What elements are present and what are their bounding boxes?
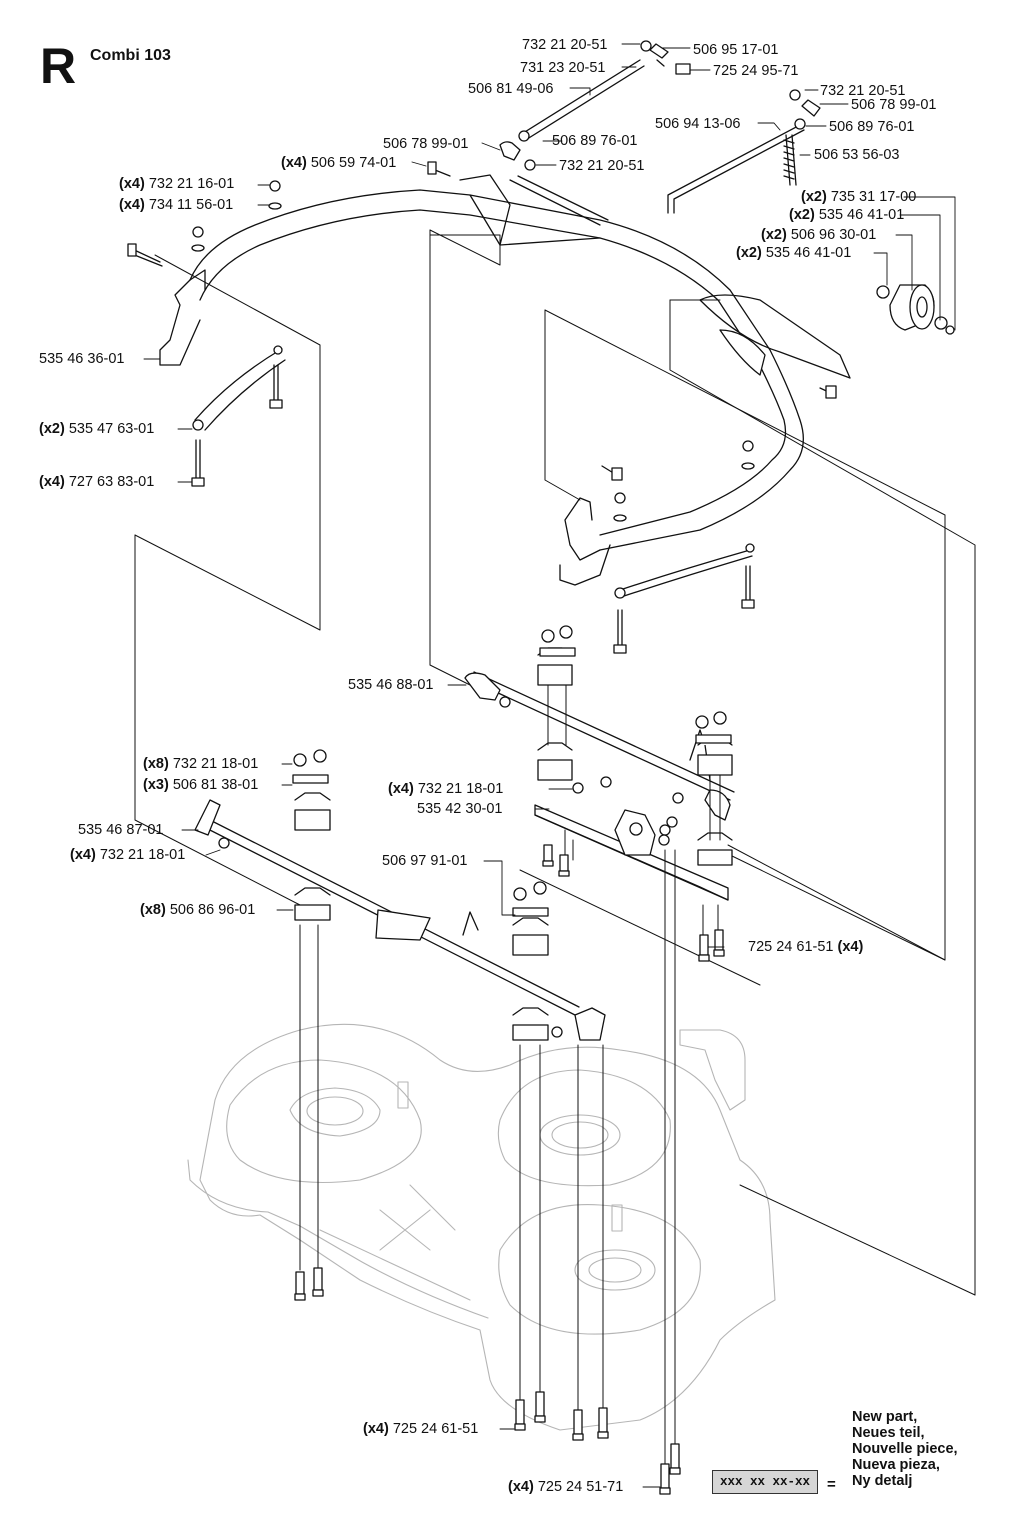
part-label: (x2) 506 96 30-01 [761,227,877,243]
part-label: 732 21 20-51 [820,83,906,99]
legend-line: Nueva pieza, [852,1457,940,1473]
part-label: (x2) 535 46 41-01 [789,207,905,223]
part-label: (x4) 725 24 61-51 [363,1421,479,1437]
linkage-rods [499,40,821,214]
legend-line: Ny detalj [852,1473,913,1489]
part-label: (x4) 734 11 56-01 [119,197,234,213]
explode-lines [134,229,976,1296]
part-label: 506 97 91-01 [382,853,468,869]
part-label: 731 23 20-51 [520,60,606,76]
legend-sample-box: xxx xx xx-xx [712,1470,818,1494]
lift-arms [194,671,735,1041]
part-label: 506 78 99-01 [851,97,937,113]
part-label: 535 46 36-01 [39,351,125,367]
mounting-plate [534,804,729,901]
legend-line: New part, [852,1409,918,1425]
section-letter: R [40,38,77,94]
legend-line: Neues teil, [852,1425,925,1441]
part-label: (x2) 535 47 63-01 [39,421,155,437]
cutting-deck [187,1023,776,1431]
part-label: 506 89 76-01 [552,133,638,149]
vertical-bolts [299,684,721,1471]
part-label: (x8) 506 86 96-01 [140,902,256,918]
part-label: (x4) 725 24 51-71 [508,1479,624,1495]
part-label: (x3) 506 81 38-01 [143,777,259,793]
part-label: (x4) 732 21 18-01 [388,781,504,797]
part-label: 506 95 17-01 [693,42,779,58]
bolt-heads [294,844,725,1495]
model-title: Combi 103 [90,47,171,64]
part-label: 725 24 95-71 [713,63,799,79]
part-label: (x8) 732 21 18-01 [143,756,259,772]
part-label: 535 46 88-01 [348,677,434,693]
part-label: 732 21 20-51 [559,158,645,174]
part-label: (x4) 732 21 18-01 [70,847,186,863]
roller-wheel [876,284,955,335]
part-label: (x4) 727 63 83-01 [39,474,155,490]
part-label: 535 46 87-01 [78,822,164,838]
part-label: 506 89 76-01 [829,119,915,135]
part-label: 506 78 99-01 [383,136,469,152]
legend-line: Nouvelle piece, [852,1441,958,1457]
lift-frame [159,174,851,599]
nut-stacks [292,625,732,917]
part-label: 535 42 30-01 [417,801,503,817]
part-label: 732 21 20-51 [522,37,608,53]
new-part-legend: New part, Neues teil, Nouvelle piece, Nu… [852,1409,958,1489]
part-label: 506 81 49-06 [468,81,554,97]
bolts [127,161,837,654]
part-label: (x4) 506 59 74-01 [281,155,397,171]
part-label: (x4) 732 21 16-01 [119,176,235,192]
part-label: 725 24 61-51 (x4) [748,939,864,955]
part-label: (x2) 535 46 41-01 [736,245,852,261]
part-label: (x2) 735 31 17-00 [801,189,917,205]
part-label: 506 94 13-06 [655,116,741,132]
legend-equals: = [827,1476,836,1493]
leader-lines [143,43,956,1488]
part-label: 506 53 56-03 [814,147,900,163]
